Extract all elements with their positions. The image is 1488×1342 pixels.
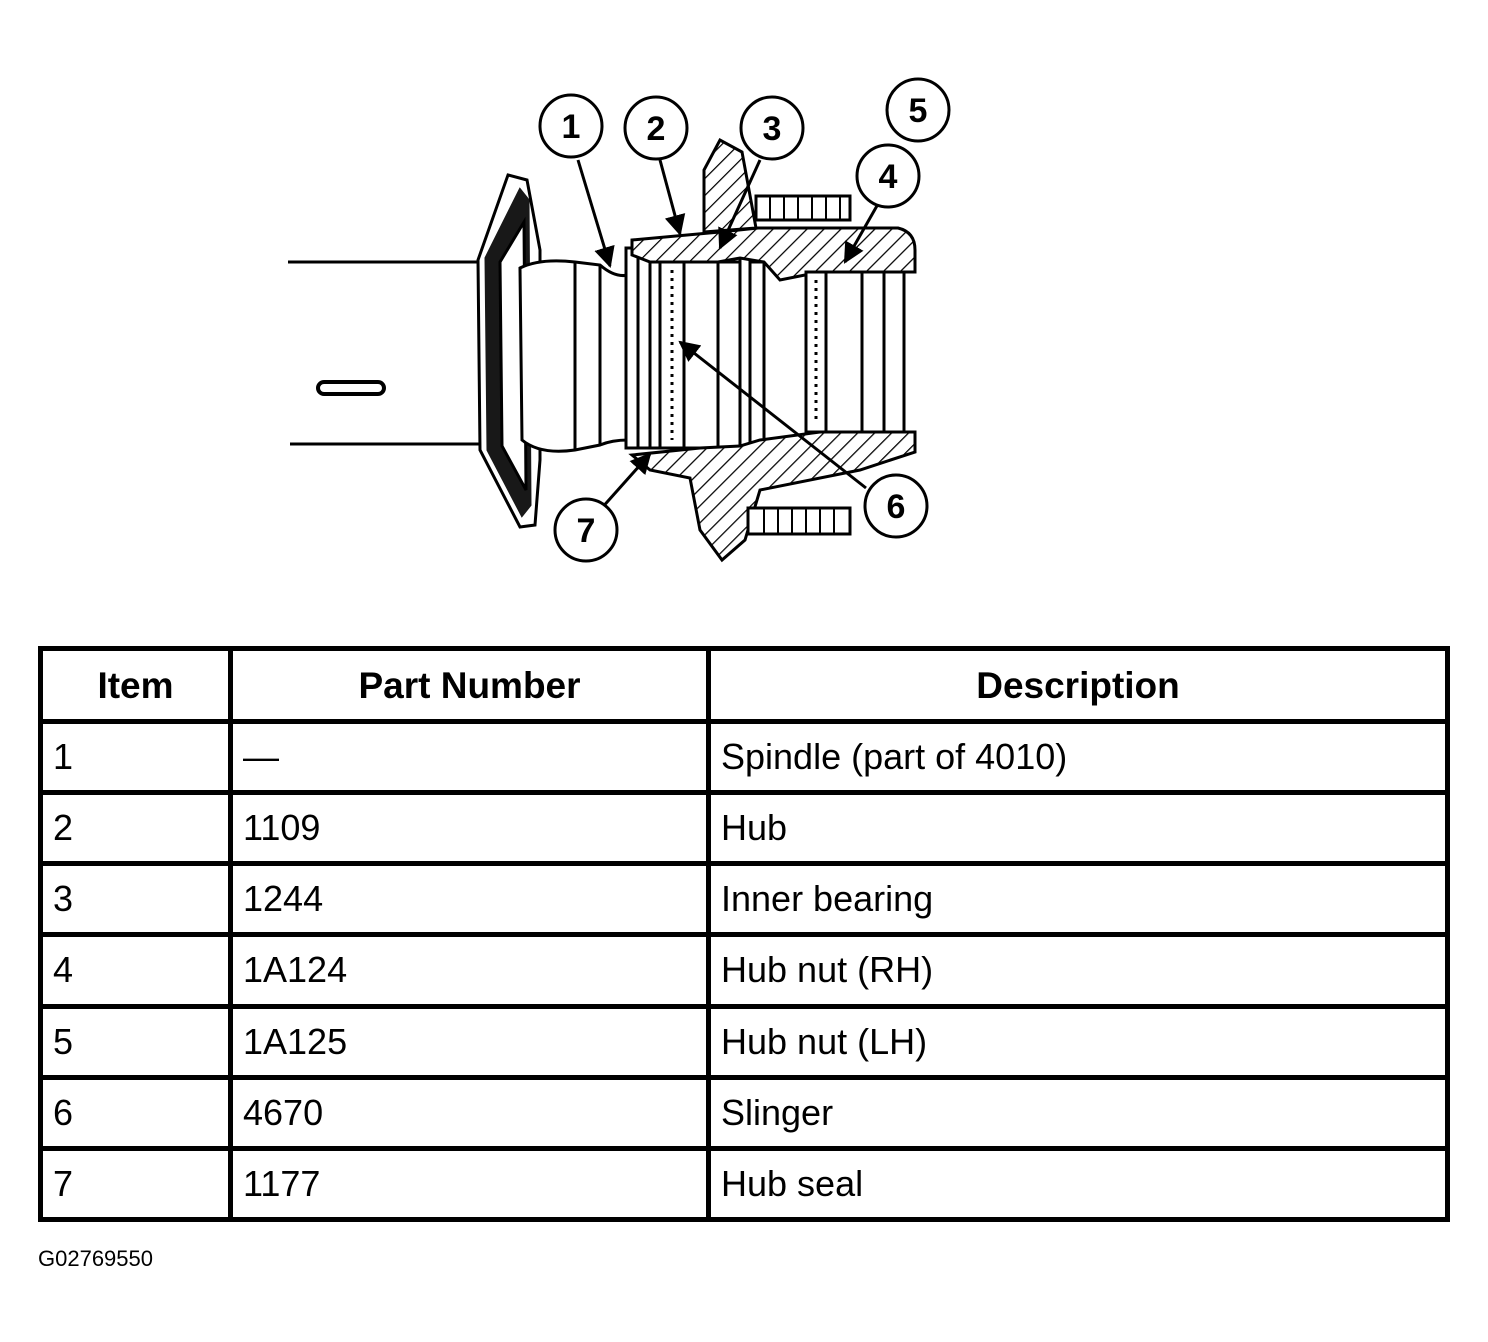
cell-description: Hub: [706, 790, 1450, 867]
svg-text:2: 2: [647, 110, 666, 148]
callout-3: 3: [739, 95, 805, 161]
header-item: Item: [38, 646, 233, 724]
callout-4: 4: [855, 143, 921, 209]
cell-item: 1: [38, 718, 233, 796]
header-part-number: Part Number: [228, 646, 711, 724]
parts-table: Item Part Number Description 1 — Spindle…: [38, 646, 1450, 1223]
table-row: 1 — Spindle (part of 4010): [38, 718, 1450, 796]
cell-description: Hub seal: [706, 1145, 1450, 1223]
table-row: 4 1A124 Hub nut (RH): [38, 932, 1450, 1009]
wheel-studs: [746, 194, 852, 536]
cell-description: Hub nut (LH): [706, 1003, 1450, 1080]
cell-part-number: 1244: [228, 861, 711, 938]
table-row: 5 1A125 Hub nut (LH): [38, 1003, 1450, 1080]
table-header-row: Item Part Number Description: [38, 646, 1450, 724]
table-row: 2 1109 Hub: [38, 790, 1450, 867]
cell-part-number: 1A125: [228, 1003, 711, 1080]
cell-item: 6: [38, 1074, 233, 1151]
cell-item: 2: [38, 790, 233, 867]
table-row: 7 1177 Hub seal: [38, 1145, 1450, 1223]
svg-text:1: 1: [562, 108, 581, 146]
axle-shaft: [288, 260, 490, 446]
svg-text:7: 7: [577, 512, 596, 550]
cell-part-number: 1A124: [228, 932, 711, 1009]
table-row: 3 1244 Inner bearing: [38, 861, 1450, 938]
callout-1: 1: [538, 93, 604, 159]
svg-text:6: 6: [887, 488, 906, 526]
seal-bearing-rings: [624, 246, 766, 450]
cell-item: 5: [38, 1003, 233, 1080]
cell-description: Inner bearing: [706, 861, 1450, 938]
cell-description: Spindle (part of 4010): [706, 718, 1450, 796]
figure-code: G02769550: [38, 1246, 153, 1271]
cell-item: 3: [38, 861, 233, 938]
outer-bearing: [804, 270, 906, 434]
table-row: 6 4670 Slinger: [38, 1074, 1450, 1151]
spindle: [518, 259, 630, 453]
cell-description: Slinger: [706, 1074, 1450, 1151]
cell-description: Hub nut (RH): [706, 932, 1450, 1009]
cell-part-number: —: [228, 718, 711, 796]
hub-assembly-diagram: 1 2 3 4 5 6 7: [288, 77, 951, 563]
cell-part-number: 4670: [228, 1074, 711, 1151]
callout-7: 7: [553, 497, 619, 563]
cell-item: 4: [38, 932, 233, 1009]
svg-text:5: 5: [909, 92, 928, 130]
cell-part-number: 1109: [228, 790, 711, 867]
leader-lines: [576, 159, 880, 511]
cell-part-number: 1177: [228, 1145, 711, 1223]
header-description: Description: [706, 646, 1450, 724]
callout-5: 5: [885, 77, 951, 143]
svg-text:3: 3: [763, 110, 782, 148]
cell-item: 7: [38, 1145, 233, 1223]
svg-text:4: 4: [879, 158, 898, 196]
callout-6: 6: [863, 473, 929, 539]
callout-2: 2: [623, 95, 689, 161]
